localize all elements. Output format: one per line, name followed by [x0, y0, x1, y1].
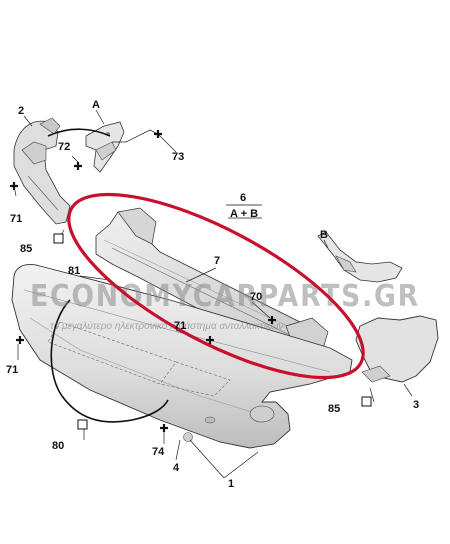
watermark-main: ECONOMYCARPARTS.GR — [30, 279, 420, 314]
callout-7: 7 — [214, 255, 220, 267]
bracket-a — [85, 121, 125, 173]
callout-4: 4 — [173, 462, 180, 474]
callout-6-sub: A + B — [230, 208, 258, 220]
fastener-71-left — [10, 182, 18, 190]
callout-71-bottom-left: 71 — [6, 364, 18, 376]
callout-b: B — [320, 229, 328, 241]
fastener-71-bottom-left — [16, 336, 24, 344]
clip-85-left — [53, 233, 64, 244]
callout-74: 74 — [152, 446, 165, 458]
fastener-73 — [154, 130, 162, 138]
callout-2: 2 — [18, 105, 24, 117]
watermark-sub: το μεγαλύτερο ηλεκτρονικό κατάστημα αντα… — [50, 320, 283, 332]
right-corner-cover — [355, 315, 439, 383]
fastener-71-mid — [206, 336, 214, 344]
callout-6: 6 — [240, 192, 246, 204]
fastener-70 — [268, 316, 276, 324]
callout-73: 73 — [172, 151, 184, 163]
callout-a: A — [92, 99, 100, 111]
fastener-72 — [74, 162, 82, 170]
leader-lines — [13, 109, 413, 479]
callout-72: 72 — [58, 141, 70, 153]
callout-81: 81 — [68, 265, 80, 277]
reinforcement-beam — [95, 207, 329, 361]
fastener-markers — [10, 130, 276, 432]
callout-labels: 2 A 72 73 71 85 6 A + B B 7 81 70 71 71 … — [6, 99, 419, 490]
callout-85-right: 85 — [328, 403, 340, 415]
callout-85-left: 85 — [20, 243, 32, 255]
callout-80: 80 — [52, 440, 64, 452]
callout-71-mid: 71 — [174, 320, 186, 332]
rivet-clip — [183, 432, 193, 442]
highlight-ellipse — [67, 192, 365, 380]
left-corner-bracket — [13, 117, 71, 225]
callout-3: 3 — [413, 399, 419, 411]
clip-85-right — [361, 396, 372, 407]
callout-1: 1 — [228, 478, 234, 490]
fastener-74 — [160, 424, 168, 432]
harness-lines — [47, 128, 169, 423]
clip-markers — [53, 233, 372, 430]
bracket-b — [317, 231, 403, 283]
callout-70: 70 — [250, 291, 262, 303]
clip-80 — [77, 419, 88, 430]
callout-71-left: 71 — [10, 213, 22, 225]
